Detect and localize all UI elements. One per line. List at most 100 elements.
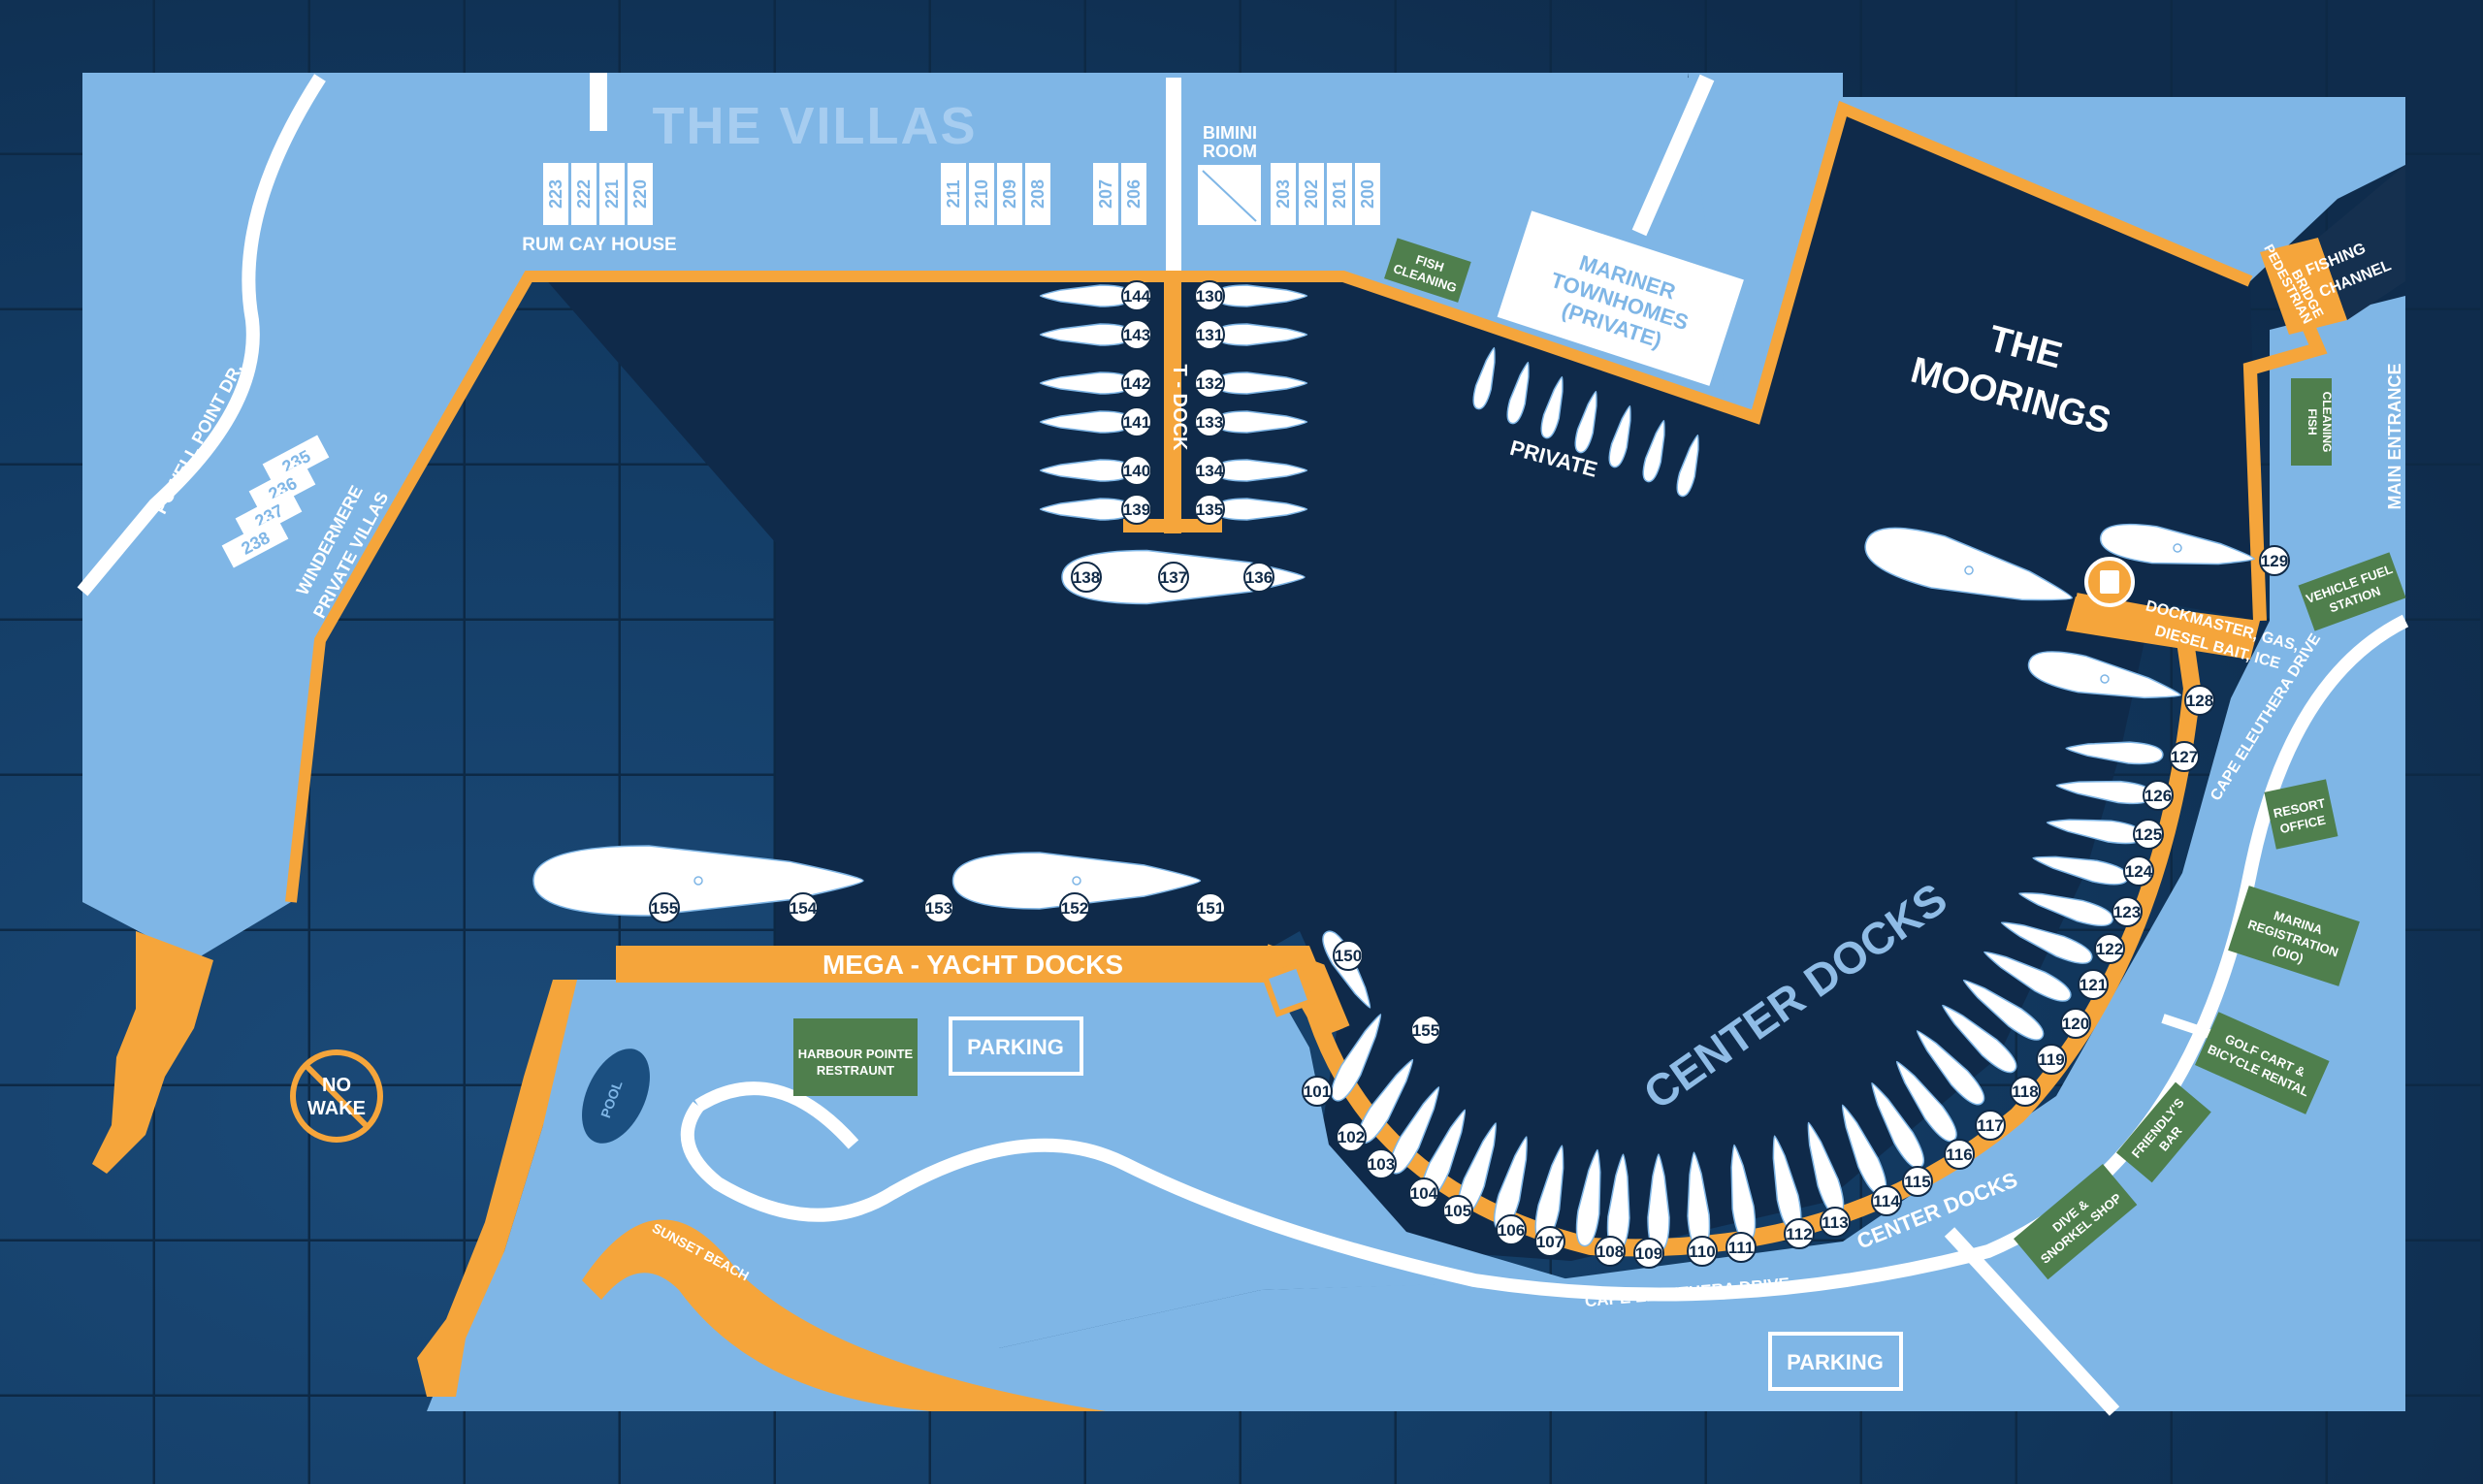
mega-yacht-dock (616, 946, 1309, 983)
svg-text:117: 117 (1977, 1116, 2003, 1135)
svg-text:153: 153 (925, 899, 952, 918)
slip-marker[interactable]: 123 (2112, 896, 2143, 927)
slip-marker[interactable]: 132 (1194, 368, 1225, 399)
svg-text:108: 108 (1596, 1242, 1624, 1261)
slip-marker[interactable]: 151 (1195, 892, 1226, 923)
center-dock-boat (1807, 1121, 1845, 1216)
slip-marker[interactable]: 115 (1902, 1166, 1933, 1197)
slip-marker[interactable]: 138 (1071, 562, 1102, 593)
villa-unit (997, 163, 1022, 225)
slip-marker[interactable]: 129 (2259, 545, 2290, 576)
svg-text:151: 151 (1197, 899, 1224, 918)
svg-text:123: 123 (2113, 903, 2141, 921)
road-loop (694, 1081, 859, 1149)
svg-text:PARKING: PARKING (1787, 1350, 1884, 1374)
slip-marker[interactable]: 103 (1366, 1148, 1397, 1179)
slip-marker[interactable]: 155 (1410, 1015, 1441, 1046)
fish-cleaning-2[interactable]: FISH CLEANING (2291, 378, 2334, 466)
slip-marker[interactable]: 124 (2123, 855, 2154, 887)
slip-marker[interactable]: 104 (1408, 1178, 1439, 1209)
svg-text:102: 102 (1338, 1128, 1365, 1146)
slip-marker[interactable]: 155 (649, 892, 680, 923)
villa-unit-number: 207 (1096, 179, 1115, 209)
villa-unit-number: 220 (630, 179, 650, 209)
slip-marker[interactable]: 131 (1194, 319, 1225, 350)
slip-marker[interactable]: 128 (2184, 685, 2215, 716)
road-north-2 (1631, 74, 1715, 237)
road-spur (1944, 1227, 2120, 1416)
slip-marker[interactable]: 154 (788, 892, 819, 923)
marina-registration[interactable]: MARINA REGISTRATION (OIO) (2228, 886, 2360, 986)
slip-marker[interactable]: 143 (1121, 319, 1152, 350)
parking-2[interactable]: PARKING (1768, 1332, 1903, 1391)
villa-unit (969, 163, 994, 225)
slip-marker[interactable]: 108 (1595, 1236, 1626, 1267)
slip-marker[interactable]: 136 (1243, 562, 1274, 593)
slip-marker[interactable]: 121 (2078, 969, 2109, 1000)
private-boat (1608, 404, 1631, 468)
svg-text:154: 154 (790, 899, 818, 918)
slip-marker[interactable]: 141 (1121, 406, 1152, 437)
slip-marker[interactable]: 106 (1496, 1214, 1527, 1245)
slip-marker[interactable]: 130 (1194, 280, 1225, 311)
svg-text:115: 115 (1904, 1173, 1930, 1191)
slip-marker[interactable]: 134 (1194, 455, 1225, 486)
slip-marker[interactable]: 107 (1534, 1226, 1565, 1257)
center-dock-boat (1772, 1135, 1802, 1232)
slip-marker[interactable]: 102 (1336, 1121, 1367, 1152)
road-powell (77, 74, 326, 597)
svg-text:155: 155 (1412, 1021, 1439, 1040)
slip-marker[interactable]: 150 (1333, 940, 1364, 971)
slip-marker[interactable]: 118 (2010, 1076, 2041, 1107)
slip-marker[interactable]: 135 (1194, 494, 1225, 525)
slip-marker[interactable]: 127 (2169, 741, 2200, 772)
slip-marker[interactable]: 126 (2143, 780, 2174, 811)
villa-unit-number: 209 (1000, 179, 1019, 209)
svg-text:141: 141 (1123, 413, 1150, 432)
slip-marker[interactable]: 144 (1121, 280, 1152, 311)
center-dock-boat (1942, 1004, 2017, 1074)
label-mega-yacht: MEGA - YACHT DOCKS (822, 950, 1123, 980)
villa-unit (1025, 163, 1050, 225)
fish-cleaning-1[interactable]: FISH CLEANING (1384, 238, 1471, 303)
slip-marker[interactable]: 133 (1194, 406, 1225, 437)
slip-marker[interactable]: 140 (1121, 455, 1152, 486)
svg-text:106: 106 (1498, 1221, 1525, 1240)
label-bimini-2: ROOM (1203, 142, 1257, 161)
slip-marker[interactable]: 101 (1302, 1076, 1333, 1107)
slip-marker[interactable]: 117 (1975, 1110, 2006, 1141)
slip-marker[interactable]: 153 (923, 892, 954, 923)
slip-marker[interactable]: 114 (1871, 1185, 1902, 1216)
slip-marker[interactable]: 105 (1442, 1195, 1473, 1226)
slip-marker[interactable]: 152 (1059, 892, 1090, 923)
svg-text:139: 139 (1123, 500, 1150, 519)
center-dock-boat (1841, 1104, 1887, 1195)
svg-text:NO: NO (322, 1075, 351, 1096)
slip-marker[interactable]: 120 (2060, 1008, 2091, 1039)
villa-unit (1121, 163, 1146, 225)
slip-marker[interactable]: 113 (1820, 1207, 1851, 1238)
t-dock-boat-right (1213, 323, 1308, 346)
center-dock-boat (1357, 1058, 1414, 1145)
svg-text:112: 112 (1786, 1225, 1812, 1243)
mega-yacht-boat (951, 852, 1202, 910)
slip-marker[interactable]: 110 (1687, 1236, 1718, 1267)
slip-marker[interactable]: 122 (2094, 933, 2125, 964)
slip-marker[interactable]: 116 (1944, 1139, 1975, 1170)
center-dock-boat (1389, 1086, 1440, 1175)
slip-marker[interactable]: 125 (2133, 819, 2164, 850)
slip-marker[interactable]: 112 (1784, 1218, 1815, 1249)
svg-text:132: 132 (1196, 374, 1223, 393)
parking-1[interactable]: PARKING (949, 1016, 1083, 1076)
slip-marker[interactable]: 119 (2036, 1044, 2067, 1075)
slip-marker[interactable]: 142 (1121, 368, 1152, 399)
bimini-room-mark (1202, 170, 1257, 222)
center-dock-boat (2032, 855, 2129, 886)
resort-office[interactable]: RESORT OFFICE (2264, 779, 2338, 850)
slip-marker[interactable]: 111 (1725, 1232, 1757, 1263)
slip-marker[interactable]: 109 (1633, 1238, 1664, 1269)
slip-marker[interactable]: 139 (1121, 494, 1152, 525)
center-dock-boat (1647, 1153, 1670, 1252)
slip-marker[interactable]: 137 (1158, 562, 1189, 593)
harbour-pointe-restaurant[interactable]: HARBOUR POINTE RESTRAUNT (793, 1018, 918, 1096)
